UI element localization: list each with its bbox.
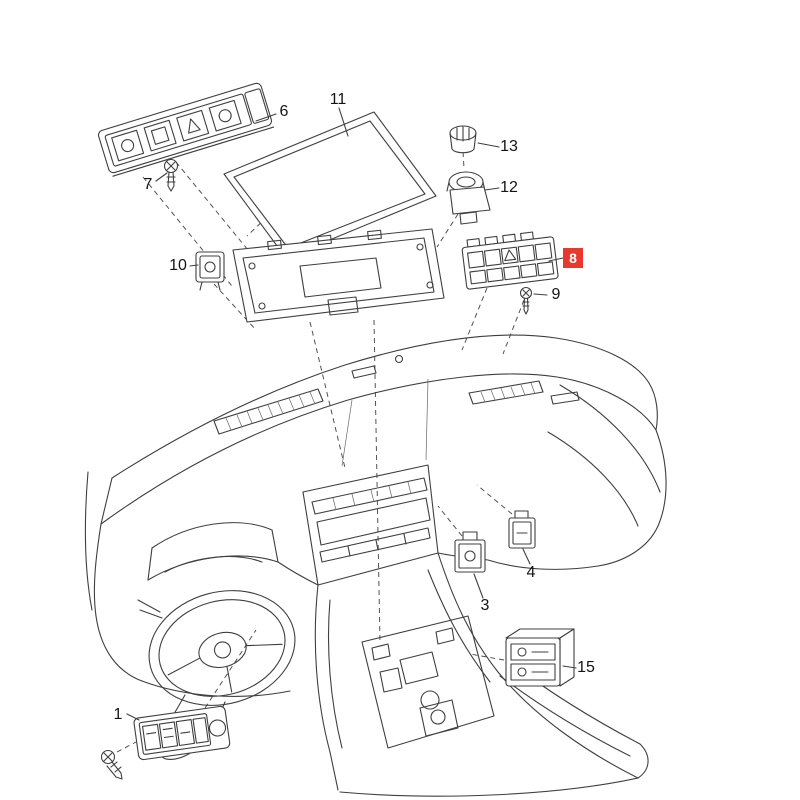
part-15-switch-module	[505, 628, 575, 687]
callout-leader-lines	[126, 107, 577, 721]
part-13-knob	[449, 125, 477, 154]
part-1-switch-panel	[133, 705, 231, 761]
callout-7: 7	[143, 176, 153, 193]
callout-10: 10	[169, 257, 187, 274]
part-9-screw	[519, 286, 533, 315]
vent-hatching	[225, 378, 536, 511]
callout-8-highlighted: 8	[563, 248, 583, 268]
part-8-switch-module	[461, 231, 559, 290]
callout-4: 4	[526, 564, 536, 581]
screw-bottom-left	[100, 749, 123, 780]
part-6-switch-strip	[97, 82, 275, 177]
part-7-screw	[163, 158, 179, 192]
callout-3: 3	[480, 597, 490, 614]
callout-11: 11	[329, 91, 347, 108]
part-10-button-switch	[195, 251, 225, 291]
part-4-switch	[508, 510, 536, 549]
callout-9: 9	[551, 286, 561, 303]
part-12-rotary-control	[446, 171, 491, 225]
callout-1: 1	[113, 706, 123, 723]
dashboard-drawing	[84, 334, 667, 797]
callout-15: 15	[577, 659, 595, 676]
callout-6: 6	[279, 103, 289, 120]
callout-12: 12	[500, 179, 518, 196]
part-11-display-unit	[223, 111, 445, 323]
callout-13: 13	[500, 138, 518, 155]
part-3-switch	[454, 531, 486, 573]
